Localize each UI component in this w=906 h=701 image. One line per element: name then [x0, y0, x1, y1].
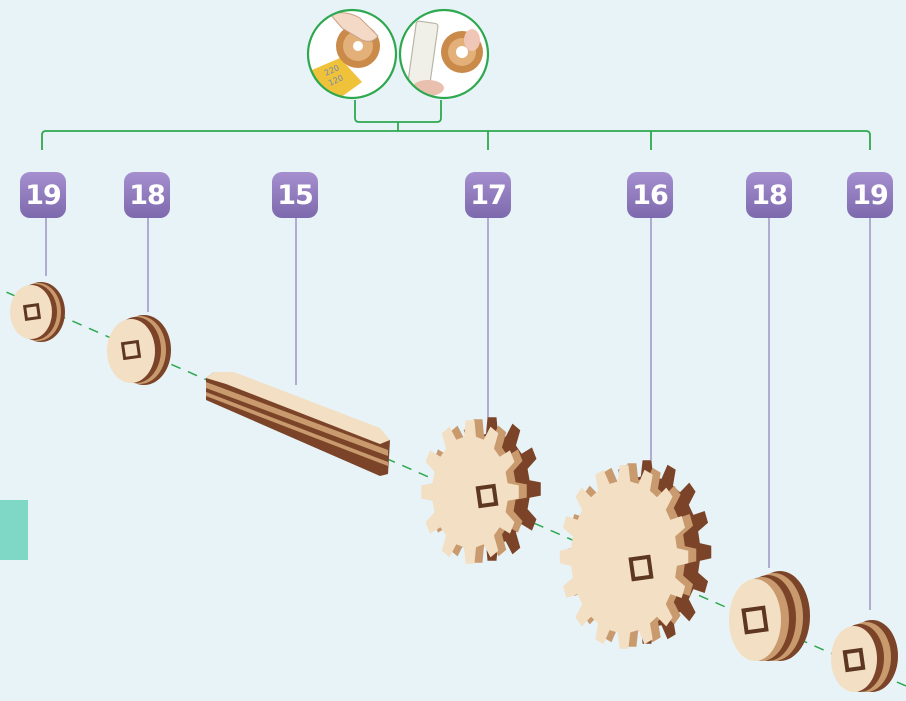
- part-gear-17: [421, 417, 541, 563]
- part-axle-15: [206, 372, 390, 476]
- badge-part-18-right: 18: [746, 172, 792, 218]
- tools-illustration: 220 120: [308, 10, 488, 98]
- part-spacer-18-right: [729, 571, 810, 661]
- part-spacer-18-left: [107, 315, 171, 385]
- axle-lubrication-icon: [400, 10, 488, 98]
- page-edge-tab: [0, 500, 28, 560]
- badge-part-18-left: 18: [124, 172, 170, 218]
- badge-part-16: 16: [627, 172, 673, 218]
- part-spacer-19-left: [10, 282, 65, 342]
- badge-part-19-right: 19: [847, 172, 893, 218]
- badge-part-15: 15: [272, 172, 318, 218]
- tool-connector-tree: [42, 100, 870, 150]
- part-gear-16: [560, 460, 712, 649]
- badge-part-17: 17: [465, 172, 511, 218]
- part-spacer-19-right: [831, 620, 898, 692]
- gear-sanding-icon: 220 120: [308, 10, 396, 98]
- badge-part-19-left: 19: [20, 172, 66, 218]
